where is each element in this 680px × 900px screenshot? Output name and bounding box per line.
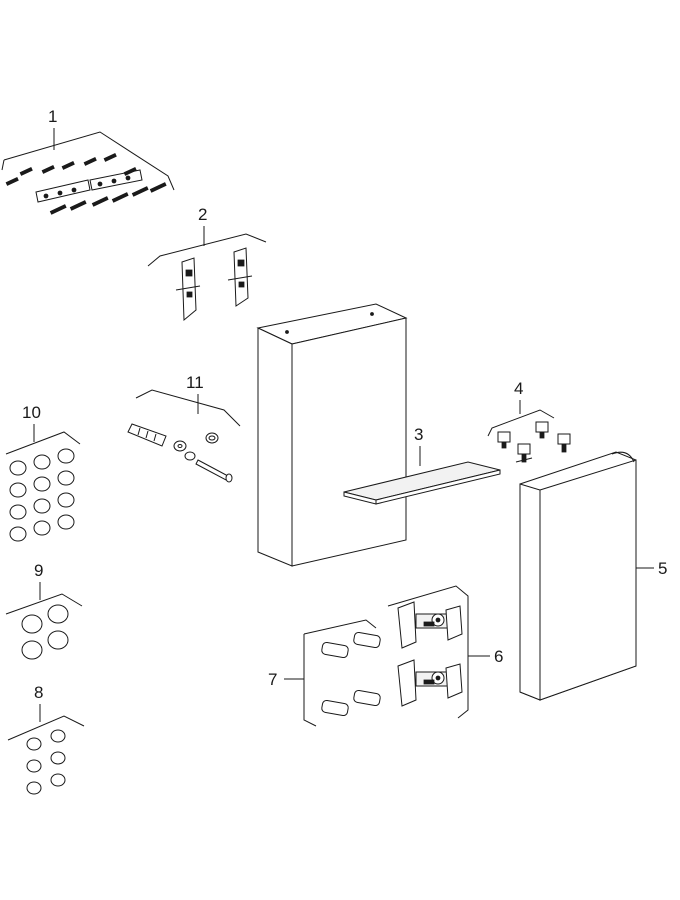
wall-anchor <box>127 423 167 447</box>
caps-large <box>21 604 69 660</box>
part-5-door: 5 <box>519 451 667 701</box>
long-screw <box>195 459 233 483</box>
bracket-9 <box>5 593 83 615</box>
part-label-2: 2 <box>198 205 207 224</box>
screws-bottom <box>49 182 167 215</box>
hanger-left <box>175 257 201 322</box>
cabinet-body <box>256 303 408 567</box>
part-9-caps: 9 <box>5 561 83 660</box>
part-label-4: 4 <box>514 379 523 398</box>
bracket-11 <box>135 389 241 427</box>
part-label-7: 7 <box>268 670 277 689</box>
screws-top <box>5 153 137 186</box>
caps-small <box>26 729 66 795</box>
support-2 <box>535 421 549 439</box>
part-label-5: 5 <box>658 559 667 578</box>
bumper-1 <box>321 641 349 659</box>
part-3-glass-shelf: 3 <box>343 425 501 505</box>
bracket-10 <box>5 431 81 455</box>
part-6-hinges: 6 <box>387 585 503 719</box>
bracket-7b <box>303 634 317 727</box>
part-label-1: 1 <box>48 107 57 126</box>
washer-2 <box>184 451 196 461</box>
part-label-9: 9 <box>34 561 43 580</box>
part-7-bumpers: 7 <box>268 619 381 727</box>
bracket-4 <box>487 409 555 437</box>
bumper-2 <box>353 631 381 649</box>
caps-grid <box>9 448 75 542</box>
nut <box>205 432 219 444</box>
part-10-caps: 10 <box>5 403 81 542</box>
part-label-10: 10 <box>22 403 41 422</box>
part-8-caps: 8 <box>7 683 85 795</box>
part-2-hanging-brackets: 2 <box>147 205 267 322</box>
part-4-shelf-supports: 4 <box>487 379 571 463</box>
hinge-lower <box>397 659 463 707</box>
bracket-8 <box>7 715 85 741</box>
part-label-6: 6 <box>494 647 503 666</box>
rail-right <box>89 169 143 191</box>
part-1-mounting-set: 1 <box>1 107 175 215</box>
part-label-3: 3 <box>414 425 423 444</box>
bracket-6 <box>387 585 469 719</box>
bracket-2 <box>147 233 267 267</box>
support-1 <box>497 431 511 449</box>
washer-1 <box>173 440 187 452</box>
bracket-7a <box>303 619 377 635</box>
bracket-1 <box>3 131 175 191</box>
part-label-11: 11 <box>186 373 204 392</box>
bumper-4 <box>353 689 381 707</box>
support-3 <box>515 443 533 463</box>
part-label-8: 8 <box>34 683 43 702</box>
rail-left <box>35 179 91 203</box>
hanger-right <box>227 247 253 307</box>
hinge-upper <box>397 601 463 649</box>
part-11-fixing-set: 11 <box>127 373 241 483</box>
support-4 <box>557 433 571 453</box>
bumper-3 <box>321 699 349 717</box>
